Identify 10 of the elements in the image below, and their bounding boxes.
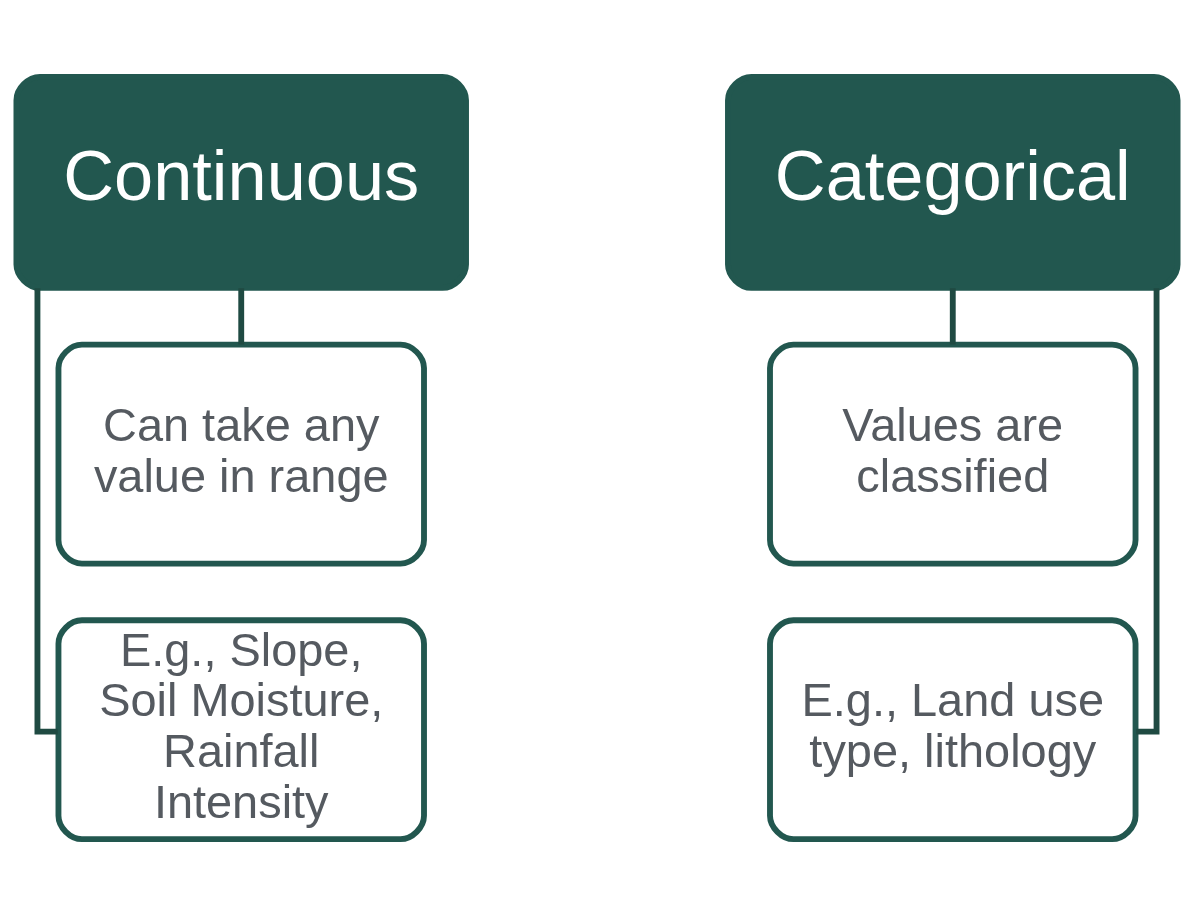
connector	[238, 287, 245, 345]
node-box: Categorical	[725, 73, 1181, 291]
node-box: Can take any value in range	[55, 341, 427, 566]
connector	[949, 287, 956, 345]
node-box: Values are classified	[767, 341, 1139, 566]
node-box: E.g., Slope, Soil Moisture, Rainfall Intensity	[55, 616, 427, 842]
node-box: E.g., Land use type, lithology	[767, 616, 1139, 842]
node-box: Continuous	[13, 73, 469, 291]
connector	[34, 287, 58, 735]
connector	[1136, 287, 1160, 735]
